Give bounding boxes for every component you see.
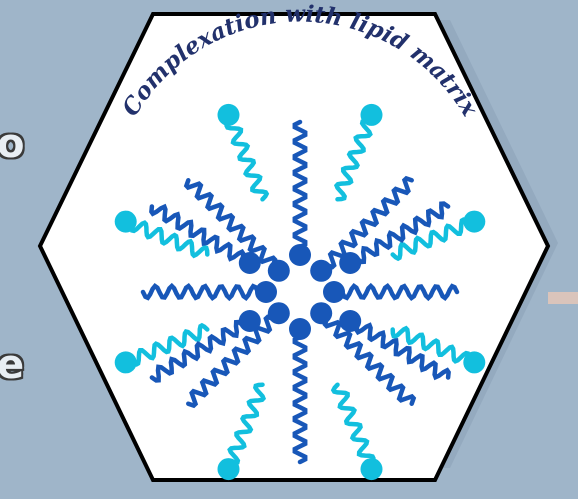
lipid-head-3 (289, 244, 311, 266)
lipid-tail-10 (129, 220, 210, 259)
lipid-tail-8 (390, 325, 471, 364)
lipid-head-4 (310, 302, 333, 325)
lipid-head-15 (360, 103, 383, 126)
lipid-tail-14 (224, 118, 270, 202)
lipid-head-19 (339, 252, 362, 274)
lipid-tail-3 (292, 119, 308, 250)
lipid-head-0 (323, 281, 345, 303)
lipid-head-12 (360, 458, 383, 481)
lipid-tail-11 (390, 217, 471, 262)
lipid-head-17 (238, 310, 261, 332)
lipid-tail-0 (339, 282, 460, 302)
lipid-tail-9 (129, 322, 210, 367)
side-letter-bottom: e (0, 342, 25, 388)
lipid-head-2 (289, 318, 311, 340)
lipid-head-5 (267, 302, 290, 325)
lipid-tail-12 (330, 382, 376, 466)
lipid-tail-13 (227, 382, 267, 466)
lipid-tail-15 (333, 118, 373, 202)
lipid-head-16 (339, 310, 362, 332)
lipid-tail-6 (183, 178, 278, 268)
lipid-head-8 (463, 351, 486, 374)
lipid-head-6 (267, 259, 290, 282)
lipid-head-14 (217, 103, 240, 126)
lipid-tail-4 (322, 316, 417, 406)
lipid-tail-16 (354, 322, 451, 381)
side-letter-top: o (0, 121, 25, 167)
lipid-tail-1 (140, 282, 261, 302)
hexagon-edge-highlight (548, 292, 578, 304)
lipid-head-13 (217, 458, 240, 481)
lipid-tail-17 (149, 319, 246, 383)
lipid-head-18 (238, 252, 261, 274)
lipid-tail-18 (149, 203, 246, 262)
lipid-head-7 (310, 259, 333, 282)
lipid-head-11 (463, 210, 486, 233)
lipid-tail-19 (354, 201, 451, 265)
lipid-tail-2 (292, 334, 308, 465)
lipid-head-10 (114, 210, 137, 233)
lipid-head-9 (114, 351, 137, 374)
lipid-micelle-icon (114, 103, 486, 481)
lipid-head-1 (255, 281, 277, 303)
